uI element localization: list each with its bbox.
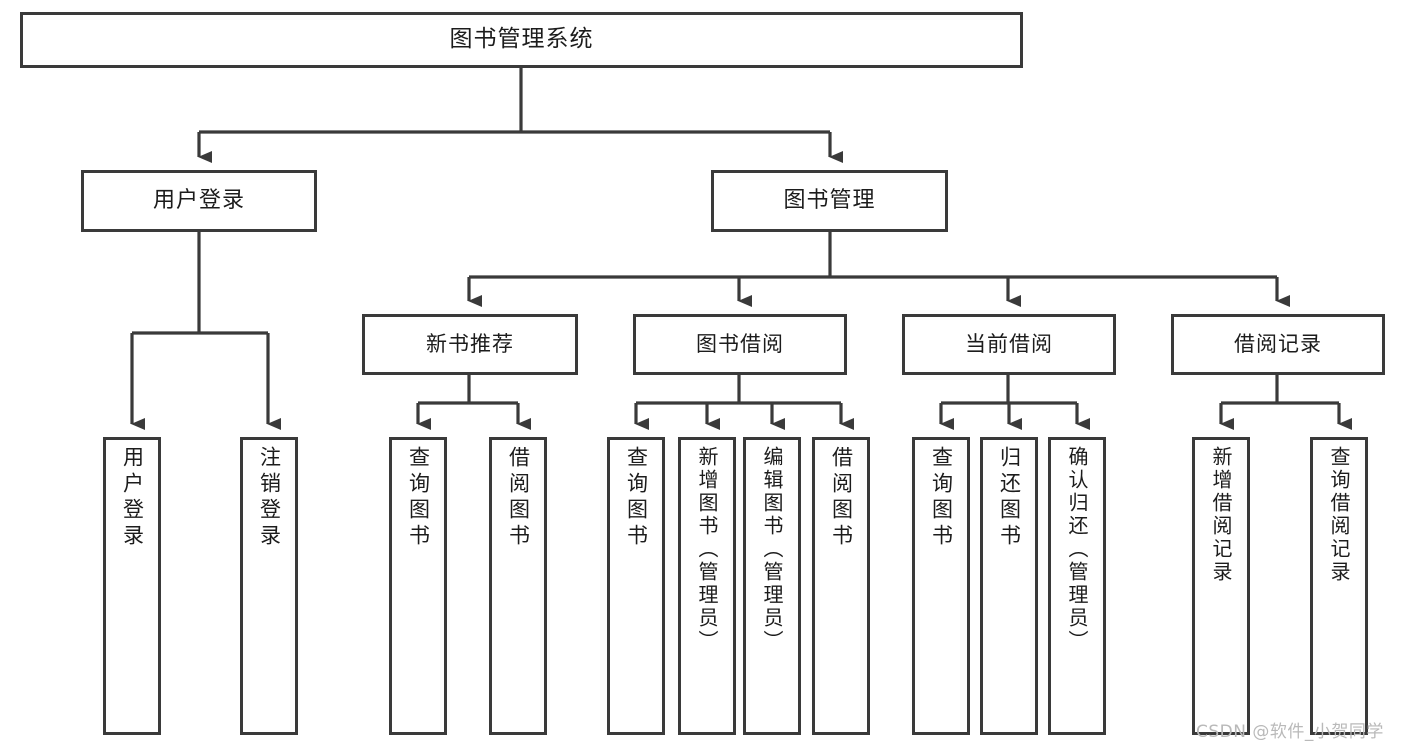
node-leaf-query-record[interactable]: 查询借阅记录 (1310, 437, 1368, 735)
node-book-manage-label: 图书管理 (783, 187, 876, 213)
node-book-borrow[interactable]: 图书借阅 (633, 314, 847, 375)
node-leaf-borrow-book-2-label: 借阅图书 (829, 446, 854, 550)
node-leaf-borrow-book-1-label: 借阅图书 (506, 446, 531, 550)
node-leaf-user-login-label: 用户登录 (120, 446, 145, 550)
node-leaf-query-book-1-label: 查询图书 (406, 446, 431, 550)
node-book-borrow-label: 图书借阅 (696, 331, 784, 356)
node-user-login[interactable]: 用户登录 (81, 170, 317, 232)
node-leaf-edit-book[interactable]: 编辑图书（管理员） (743, 437, 801, 735)
node-leaf-add-record[interactable]: 新增借阅记录 (1192, 437, 1250, 735)
node-book-manage[interactable]: 图书管理 (711, 170, 948, 232)
node-leaf-return-book[interactable]: 归还图书 (980, 437, 1038, 735)
node-leaf-return-book-label: 归还图书 (997, 446, 1022, 550)
node-borrow-record-label: 借阅记录 (1234, 331, 1322, 356)
node-root[interactable]: 图书管理系统 (20, 12, 1023, 68)
node-leaf-borrow-book-2[interactable]: 借阅图书 (812, 437, 870, 735)
node-leaf-add-record-label: 新增借阅记录 (1209, 446, 1233, 584)
node-leaf-edit-book-label: 编辑图书（管理员） (760, 446, 784, 653)
node-leaf-logout-label: 注销登录 (257, 446, 282, 550)
node-current-borrow[interactable]: 当前借阅 (902, 314, 1116, 375)
node-leaf-borrow-book-1[interactable]: 借阅图书 (489, 437, 547, 735)
node-leaf-query-book-1[interactable]: 查询图书 (389, 437, 447, 735)
node-leaf-confirm-return[interactable]: 确认归还（管理员） (1048, 437, 1106, 735)
node-leaf-add-book[interactable]: 新增图书（管理员） (678, 437, 736, 735)
node-leaf-query-book-3[interactable]: 查询图书 (912, 437, 970, 735)
csdn-watermark: CSDN @软件_小贺同学 (1196, 722, 1384, 742)
node-leaf-query-book-2-label: 查询图书 (624, 446, 649, 550)
node-user-login-label: 用户登录 (152, 187, 245, 213)
node-new-book-rec[interactable]: 新书推荐 (362, 314, 578, 375)
node-current-borrow-label: 当前借阅 (965, 331, 1053, 356)
node-leaf-logout[interactable]: 注销登录 (240, 437, 298, 735)
node-leaf-confirm-return-label: 确认归还（管理员） (1065, 446, 1089, 653)
node-root-label: 图书管理系统 (449, 26, 594, 53)
node-leaf-query-book-2[interactable]: 查询图书 (607, 437, 665, 735)
node-new-book-rec-label: 新书推荐 (426, 331, 514, 356)
node-borrow-record[interactable]: 借阅记录 (1171, 314, 1385, 375)
node-leaf-query-book-3-label: 查询图书 (929, 446, 954, 550)
node-leaf-add-book-label: 新增图书（管理员） (695, 446, 719, 653)
node-leaf-query-record-label: 查询借阅记录 (1327, 446, 1351, 584)
node-leaf-user-login[interactable]: 用户登录 (103, 437, 161, 735)
